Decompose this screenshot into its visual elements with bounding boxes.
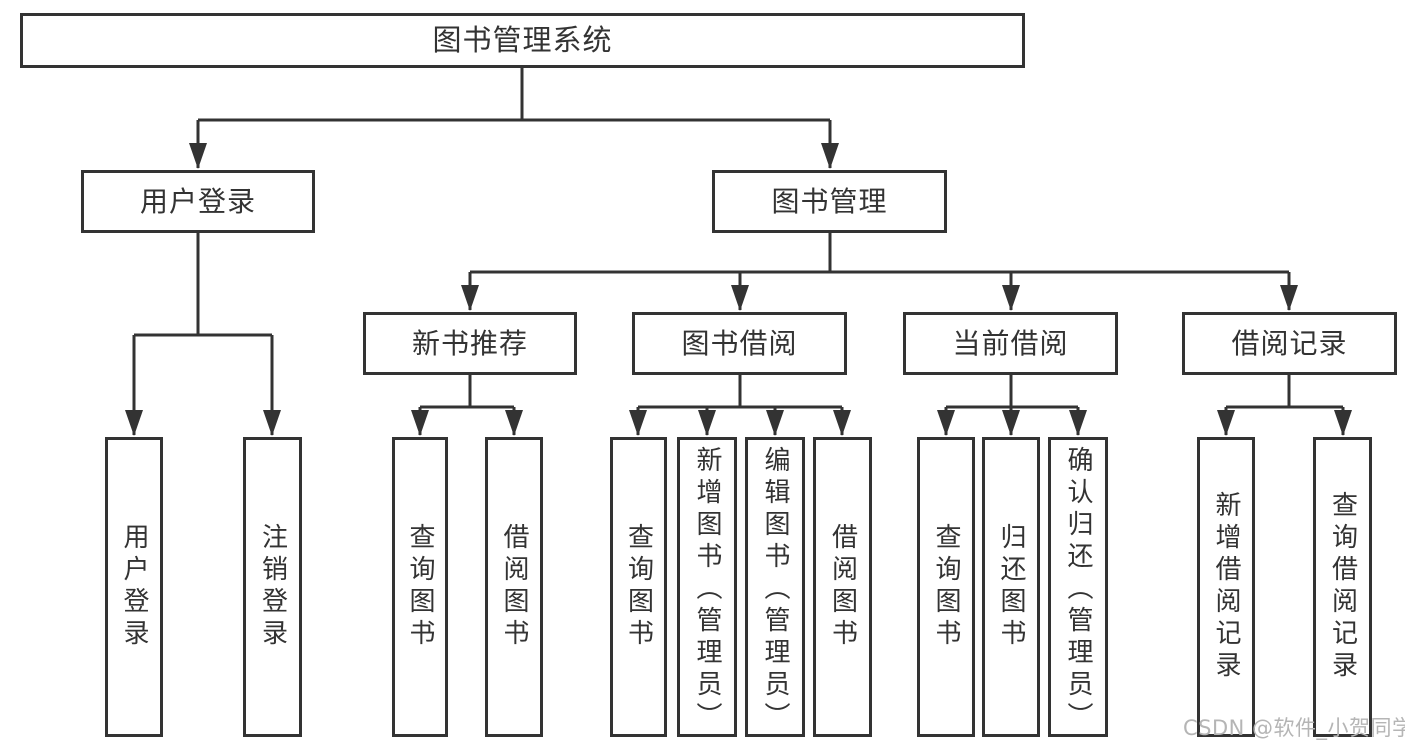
- node-new-book-recommendation: 新书推荐: [363, 312, 577, 375]
- node-book-borrowing: 图书借阅: [632, 312, 847, 375]
- connector-new-book-recommendation: [420, 375, 514, 409]
- connector-user-login: [134, 233, 272, 337]
- csdn-watermark: CSDN @软件_小贺同学: [1183, 716, 1405, 740]
- leaf-confirm-return-admin: 确认归还（管理员）: [1048, 437, 1108, 737]
- node-borrowing-records: 借阅记录: [1182, 312, 1397, 375]
- node-user-login: 用户登录: [81, 170, 315, 233]
- leaf-add-books-admin: 新增图书（管理员）: [677, 437, 737, 737]
- connector-book-borrowing: [638, 375, 842, 409]
- leaf-borrow-books-recommend: 借阅图书: [485, 437, 543, 737]
- leaf-return-books: 归还图书: [982, 437, 1040, 737]
- leaf-query-books-borrowing: 查询图书: [610, 437, 667, 737]
- node-book-management: 图书管理: [712, 170, 947, 233]
- leaf-borrow-books-borrowing: 借阅图书: [813, 437, 872, 737]
- leaf-add-borrow-record: 新增借阅记录: [1197, 437, 1255, 737]
- connector-current-borrowing: [946, 375, 1078, 409]
- leaf-query-borrow-record: 查询借阅记录: [1313, 437, 1372, 737]
- connector-borrowing-records: [1226, 375, 1343, 409]
- leaf-logout: 注销登录: [243, 437, 302, 737]
- node-current-borrowing: 当前借阅: [903, 312, 1118, 375]
- connector-root: [198, 68, 830, 122]
- leaf-query-books-current: 查询图书: [917, 437, 975, 737]
- leaf-user-login: 用户登录: [105, 437, 163, 737]
- node-root: 图书管理系统: [20, 13, 1025, 68]
- leaf-edit-books-admin: 编辑图书（管理员）: [745, 437, 805, 737]
- connector-book-management: [470, 233, 1289, 274]
- leaf-query-books-recommend: 查询图书: [392, 437, 448, 737]
